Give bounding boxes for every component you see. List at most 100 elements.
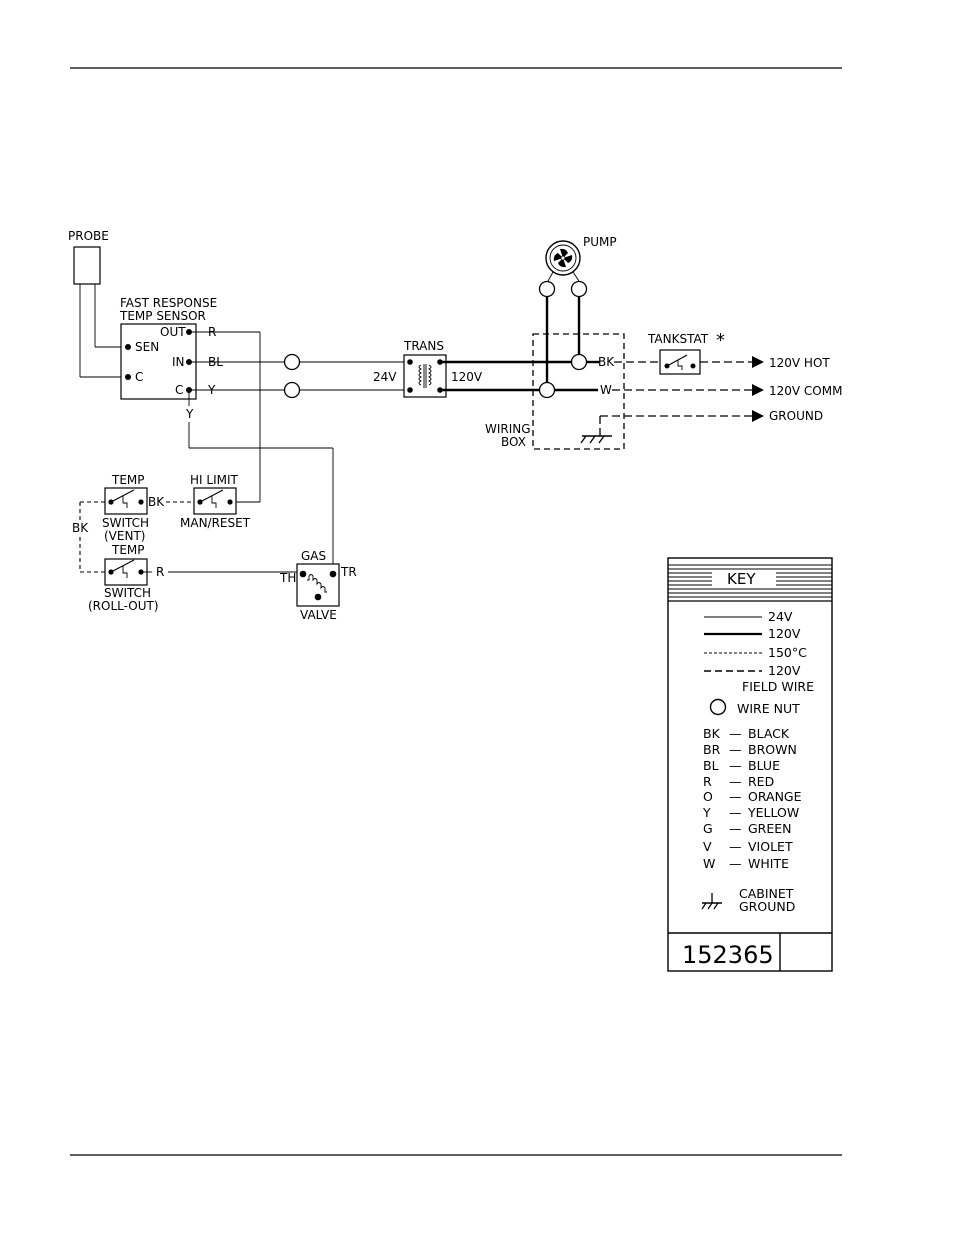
- out-label: OUT: [160, 325, 186, 339]
- wire-y-label: Y: [207, 383, 216, 397]
- temp-vent-switch-icon: [108, 489, 144, 508]
- key-color-list: BK — BLACK BR — BROWN BL — BLUE R — RED …: [702, 726, 802, 871]
- hilimit-label: HI LIMIT: [190, 473, 238, 487]
- comm-label: 120V COMM: [769, 384, 842, 398]
- bk-right-label: BK: [148, 495, 165, 509]
- sen-label: SEN: [135, 340, 159, 354]
- tankstat-label: TANKSTAT: [647, 332, 709, 346]
- probe: [73, 246, 101, 285]
- pump-wire-nut-right: [570, 280, 588, 298]
- temp-vent-label: TEMP: [111, 473, 145, 487]
- temp-roll-label: TEMP: [111, 543, 145, 557]
- part-number: 152365: [682, 941, 774, 969]
- cabinet-ground-icon: [701, 893, 722, 910]
- wire-w-label: W: [600, 383, 612, 397]
- color-dash: —: [729, 774, 742, 789]
- key-field-wire-label: FIELD WIRE: [742, 679, 814, 694]
- pump-label: PUMP: [583, 235, 617, 249]
- wire-r-bottom-label: R: [156, 565, 164, 579]
- color-name: RED: [748, 774, 774, 789]
- temp-roll-switch-label: SWITCH: [104, 586, 151, 600]
- temp-vent-switch-label: SWITCH: [102, 516, 149, 530]
- key-cabinet-label: CABINET: [739, 886, 794, 901]
- wire-nut-bl: [283, 353, 301, 371]
- pump-wire-nut-left: [538, 280, 556, 298]
- wire-r-label: R: [208, 325, 216, 339]
- hilimit-reset-label: MAN/RESET: [180, 516, 251, 530]
- color-name: ORANGE: [748, 789, 802, 804]
- trans-label: TRANS: [403, 339, 444, 353]
- color-code: BK: [703, 726, 721, 741]
- wire-nut-comm: [538, 381, 556, 399]
- color-code: G: [703, 821, 713, 836]
- terminal-sen: [125, 344, 131, 350]
- temp-roll-rollout-label: (ROLL-OUT): [88, 599, 159, 613]
- in-label: IN: [172, 355, 185, 369]
- sensor-label-2: TEMP SENSOR: [119, 309, 206, 323]
- key-24v-label: 24V: [768, 609, 793, 624]
- pump-fan-icon: [553, 248, 573, 268]
- key-wire-nut-label: WIRE NUT: [737, 701, 800, 716]
- th-label: TH: [279, 571, 296, 585]
- v24-label: 24V: [373, 370, 397, 384]
- key-title: KEY: [727, 570, 756, 588]
- wire-nut-y: [283, 381, 301, 399]
- gas-valve-coil-icon: [307, 574, 327, 593]
- hot-label: 120V HOT: [769, 356, 830, 370]
- wiring-box: [532, 333, 625, 450]
- arrow-ground-icon: [752, 410, 764, 422]
- wire-nut-hot: [570, 353, 588, 371]
- tankstat-asterisk: *: [716, 330, 725, 351]
- color-dash: —: [729, 856, 742, 871]
- color-name: BROWN: [748, 742, 797, 757]
- arrow-comm-icon: [752, 384, 764, 396]
- color-dash: —: [729, 789, 742, 804]
- hilimit-switch-icon: [197, 489, 233, 508]
- valve-label: VALVE: [300, 608, 337, 622]
- key-legend: [667, 557, 833, 972]
- key-field-120v-label: 120V: [768, 663, 801, 678]
- key-wire-nut-icon: [709, 698, 727, 716]
- key-120v-label: 120V: [768, 626, 801, 641]
- color-dash: —: [729, 726, 742, 741]
- ground-symbol-icon: [580, 435, 612, 444]
- color-dash: —: [729, 839, 742, 854]
- color-name: WHITE: [748, 856, 789, 871]
- bk-left-label: BK: [72, 521, 89, 535]
- color-code: BR: [703, 742, 721, 757]
- c-left-label: C: [135, 370, 143, 384]
- gas-label: GAS: [301, 549, 326, 563]
- wire-bk-label: BK: [598, 355, 615, 369]
- color-name: YELLOW: [747, 805, 799, 820]
- wire-bl-label: BL: [208, 355, 223, 369]
- box-label: BOX: [501, 435, 526, 449]
- wire-y-down-label: Y: [185, 407, 194, 421]
- ground-label: GROUND: [769, 409, 823, 423]
- wiring-label: WIRING: [485, 422, 531, 436]
- color-name: BLACK: [748, 726, 790, 741]
- c-right-label: C: [175, 383, 183, 397]
- terminal-c-left: [125, 374, 131, 380]
- v120-label: 120V: [451, 370, 483, 384]
- temp-roll-switch-icon: [108, 559, 144, 578]
- key-ground-label: GROUND: [739, 899, 795, 914]
- key-150c-label: 150°C: [768, 645, 807, 660]
- probe-label: PROBE: [68, 229, 109, 243]
- color-dash: —: [729, 742, 742, 757]
- arrow-hot-icon: [752, 356, 764, 368]
- color-name: BLUE: [748, 758, 780, 773]
- sensor-label-1: FAST RESPONSE: [120, 296, 217, 310]
- temp-sensor: [120, 323, 197, 400]
- color-name: VIOLET: [748, 839, 793, 854]
- color-dash: —: [729, 821, 742, 836]
- transformer-coil-icon: [418, 364, 432, 388]
- temp-vent-vent-label: (VENT): [104, 529, 145, 543]
- color-dash: —: [729, 758, 742, 773]
- color-code: O: [703, 789, 713, 804]
- color-code: V: [703, 839, 712, 854]
- tr-label: TR: [340, 565, 357, 579]
- color-code: R: [703, 774, 712, 789]
- color-name: GREEN: [748, 821, 792, 836]
- tankstat-switch-icon: [664, 354, 696, 370]
